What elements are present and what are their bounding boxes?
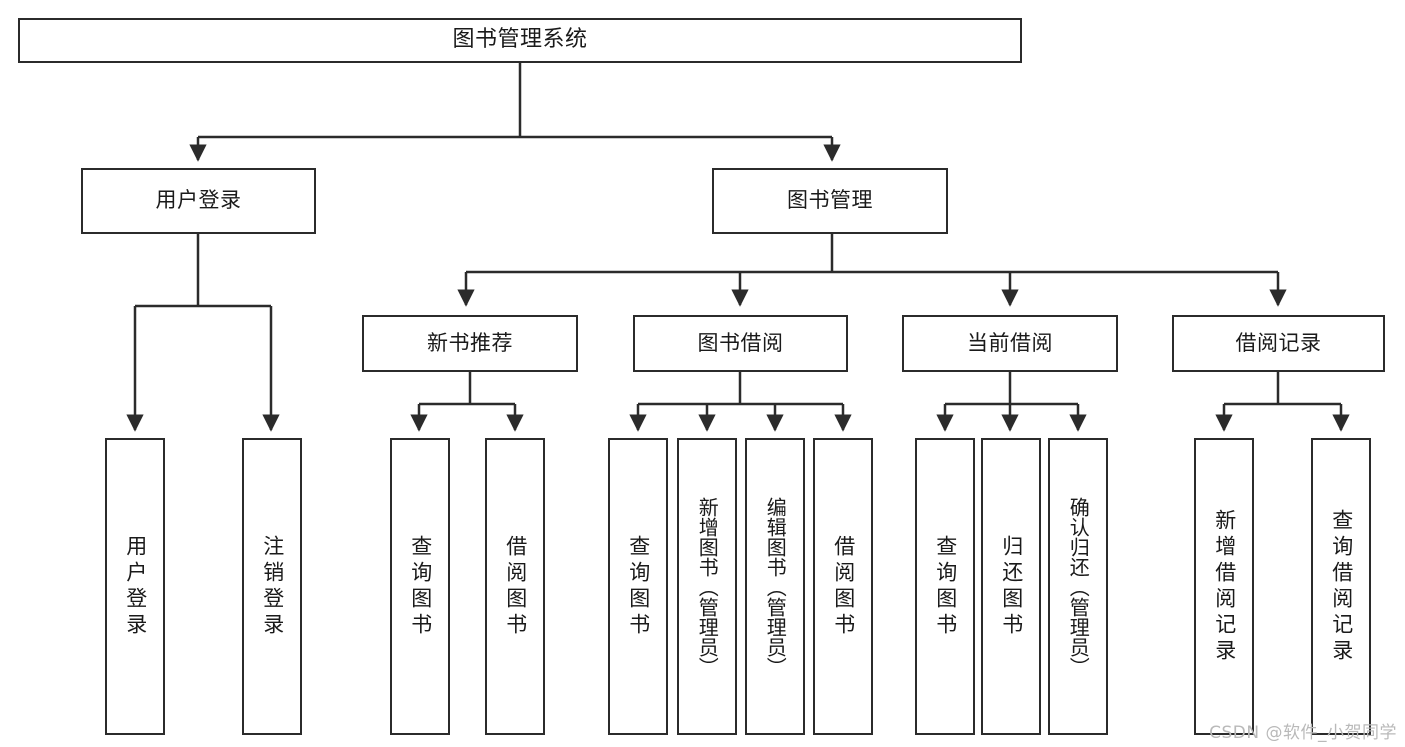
node-label: 用户登录 (123, 534, 148, 639)
leaf-edit-book-admin[interactable]: 编辑图书（管理员） (745, 438, 805, 735)
node-label: 图书借阅 (697, 330, 784, 355)
node-label: 查询图书 (408, 534, 433, 639)
node-label: 图书管理 (787, 188, 873, 213)
node-label: 新书推荐 (427, 330, 513, 355)
leaf-borrow-book-recommend[interactable]: 借阅图书 (485, 438, 545, 735)
leaf-logout[interactable]: 注销登录 (242, 438, 302, 735)
node-label: 借阅图书 (503, 534, 528, 639)
leaf-query-book-borrow[interactable]: 查询图书 (608, 438, 668, 735)
watermark: CSDN @软件_小贺同学 (1209, 723, 1397, 743)
leaf-return-book[interactable]: 归还图书 (981, 438, 1041, 735)
leaf-query-borrow-record[interactable]: 查询借阅记录 (1311, 438, 1371, 735)
node-user-login[interactable]: 用户登录 (81, 168, 316, 234)
node-new-book-recommend[interactable]: 新书推荐 (362, 315, 578, 372)
node-label: 查询图书 (933, 534, 958, 639)
leaf-add-book-admin[interactable]: 新增图书（管理员） (677, 438, 737, 735)
node-label: 确认归还（管理员） (1066, 496, 1091, 677)
node-current-borrow[interactable]: 当前借阅 (902, 315, 1118, 372)
leaf-query-book-recommend[interactable]: 查询图书 (390, 438, 450, 735)
node-label: 借阅图书 (831, 534, 856, 639)
node-root-system[interactable]: 图书管理系统 (18, 18, 1022, 63)
leaf-user-login[interactable]: 用户登录 (105, 438, 165, 735)
leaf-confirm-return-admin[interactable]: 确认归还（管理员） (1048, 438, 1108, 735)
node-label: 查询借阅记录 (1329, 508, 1354, 665)
node-book-borrow[interactable]: 图书借阅 (633, 315, 848, 372)
node-label: 借阅记录 (1235, 330, 1322, 355)
node-label: 新增借阅记录 (1212, 508, 1237, 665)
node-label: 用户登录 (155, 188, 242, 213)
node-label: 查询图书 (626, 534, 651, 639)
node-label: 编辑图书（管理员） (763, 496, 788, 677)
node-label: 图书管理系统 (452, 27, 588, 53)
node-label: 当前借阅 (967, 330, 1053, 355)
node-label: 归还图书 (999, 534, 1024, 639)
leaf-query-book-current[interactable]: 查询图书 (915, 438, 975, 735)
node-label: 新增图书（管理员） (695, 496, 720, 677)
leaf-add-borrow-record[interactable]: 新增借阅记录 (1194, 438, 1254, 735)
leaf-borrow-book[interactable]: 借阅图书 (813, 438, 873, 735)
node-label: 注销登录 (260, 534, 285, 639)
node-borrow-records[interactable]: 借阅记录 (1172, 315, 1385, 372)
node-book-management[interactable]: 图书管理 (712, 168, 948, 234)
